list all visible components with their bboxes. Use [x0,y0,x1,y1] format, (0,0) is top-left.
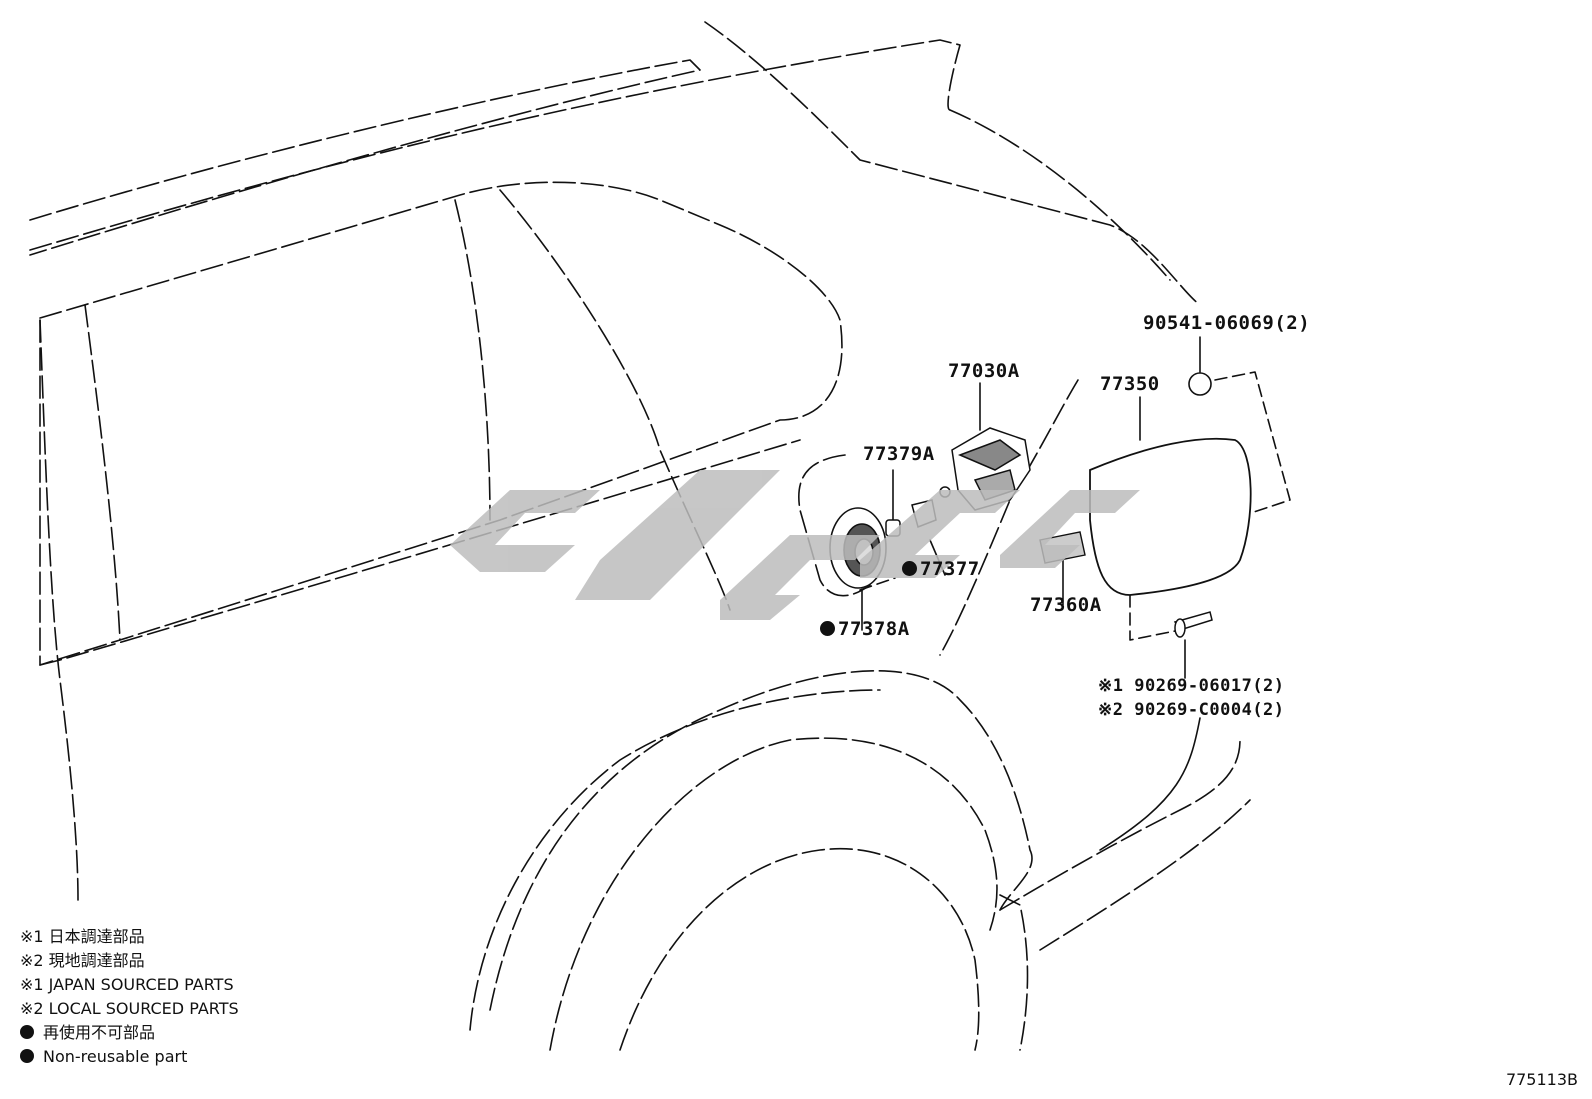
legend-local-sourced-jp: ※2 現地調達部品 [20,951,145,970]
rear-pillar-top [704,21,1201,306]
leader-77377b [859,577,896,591]
bumper-lower [1039,799,1251,951]
part-label-77377: 77377 [902,558,980,580]
wheel-arch-outer [489,670,1033,1011]
legend-japan-sourced-en: ※1 JAPAN SOURCED PARTS [20,975,234,994]
leader-90541-dash [1214,371,1291,516]
leader-90269-dash [1129,594,1181,641]
part-label-90269-06017: ※1 90269-06017(2) [1098,676,1285,696]
part-label-90541-06069: 90541-06069(2) [1143,312,1311,334]
figure-number: 775113B [1505,1070,1578,1089]
nut-part [1188,372,1212,396]
part-label-77378a: 77378A [820,618,910,640]
wheel-arch-flare [469,689,881,1031]
legend: ※1 日本調達部品 ※2 現地調達部品 ※1 JAPAN SOURCED PAR… [20,925,239,1069]
belt-line [39,439,801,666]
bullet-icon [20,1025,34,1039]
legend-local-sourced-en: ※2 LOCAL SOURCED PARTS [20,999,239,1018]
window-divider-b [499,189,731,611]
fuel-door-panel [1089,437,1252,596]
wheel-arch-inner [549,737,998,1051]
rear-glass-edge [949,109,1171,281]
roof-line [29,59,701,256]
bullet-icon [20,1049,34,1063]
mudflap [999,894,1029,1051]
part-label-77030a: 77030A [948,360,1020,382]
legend-japan-sourced-jp: ※1 日本調達部品 [20,927,145,946]
front-edge [39,319,79,901]
window-divider [454,199,491,521]
legend-non-reusable-en: Non-reusable part [20,1045,239,1069]
fuel-recess [798,454,871,597]
rear-quarter-edge [939,379,1079,656]
watermark-logo [450,470,1140,620]
tire [619,848,980,1051]
part-label-77379a: 77379A [863,443,935,465]
legend-non-reusable-jp: 再使用不可部品 [20,1021,239,1045]
roof-rail [29,39,961,251]
part-label-90269-c0004: ※2 90269-C0004(2) [1098,700,1285,720]
b-pillar [84,304,121,641]
part-label-77350: 77350 [1100,373,1160,395]
leader-90269-lower [1099,717,1201,851]
non-reusable-dot-icon [902,561,917,576]
bumper [999,739,1241,911]
rivet-part [1173,611,1213,638]
non-reusable-dot-icon [820,621,835,636]
quarter-window [39,181,843,666]
part-label-77360a: 77360A [1030,594,1102,616]
